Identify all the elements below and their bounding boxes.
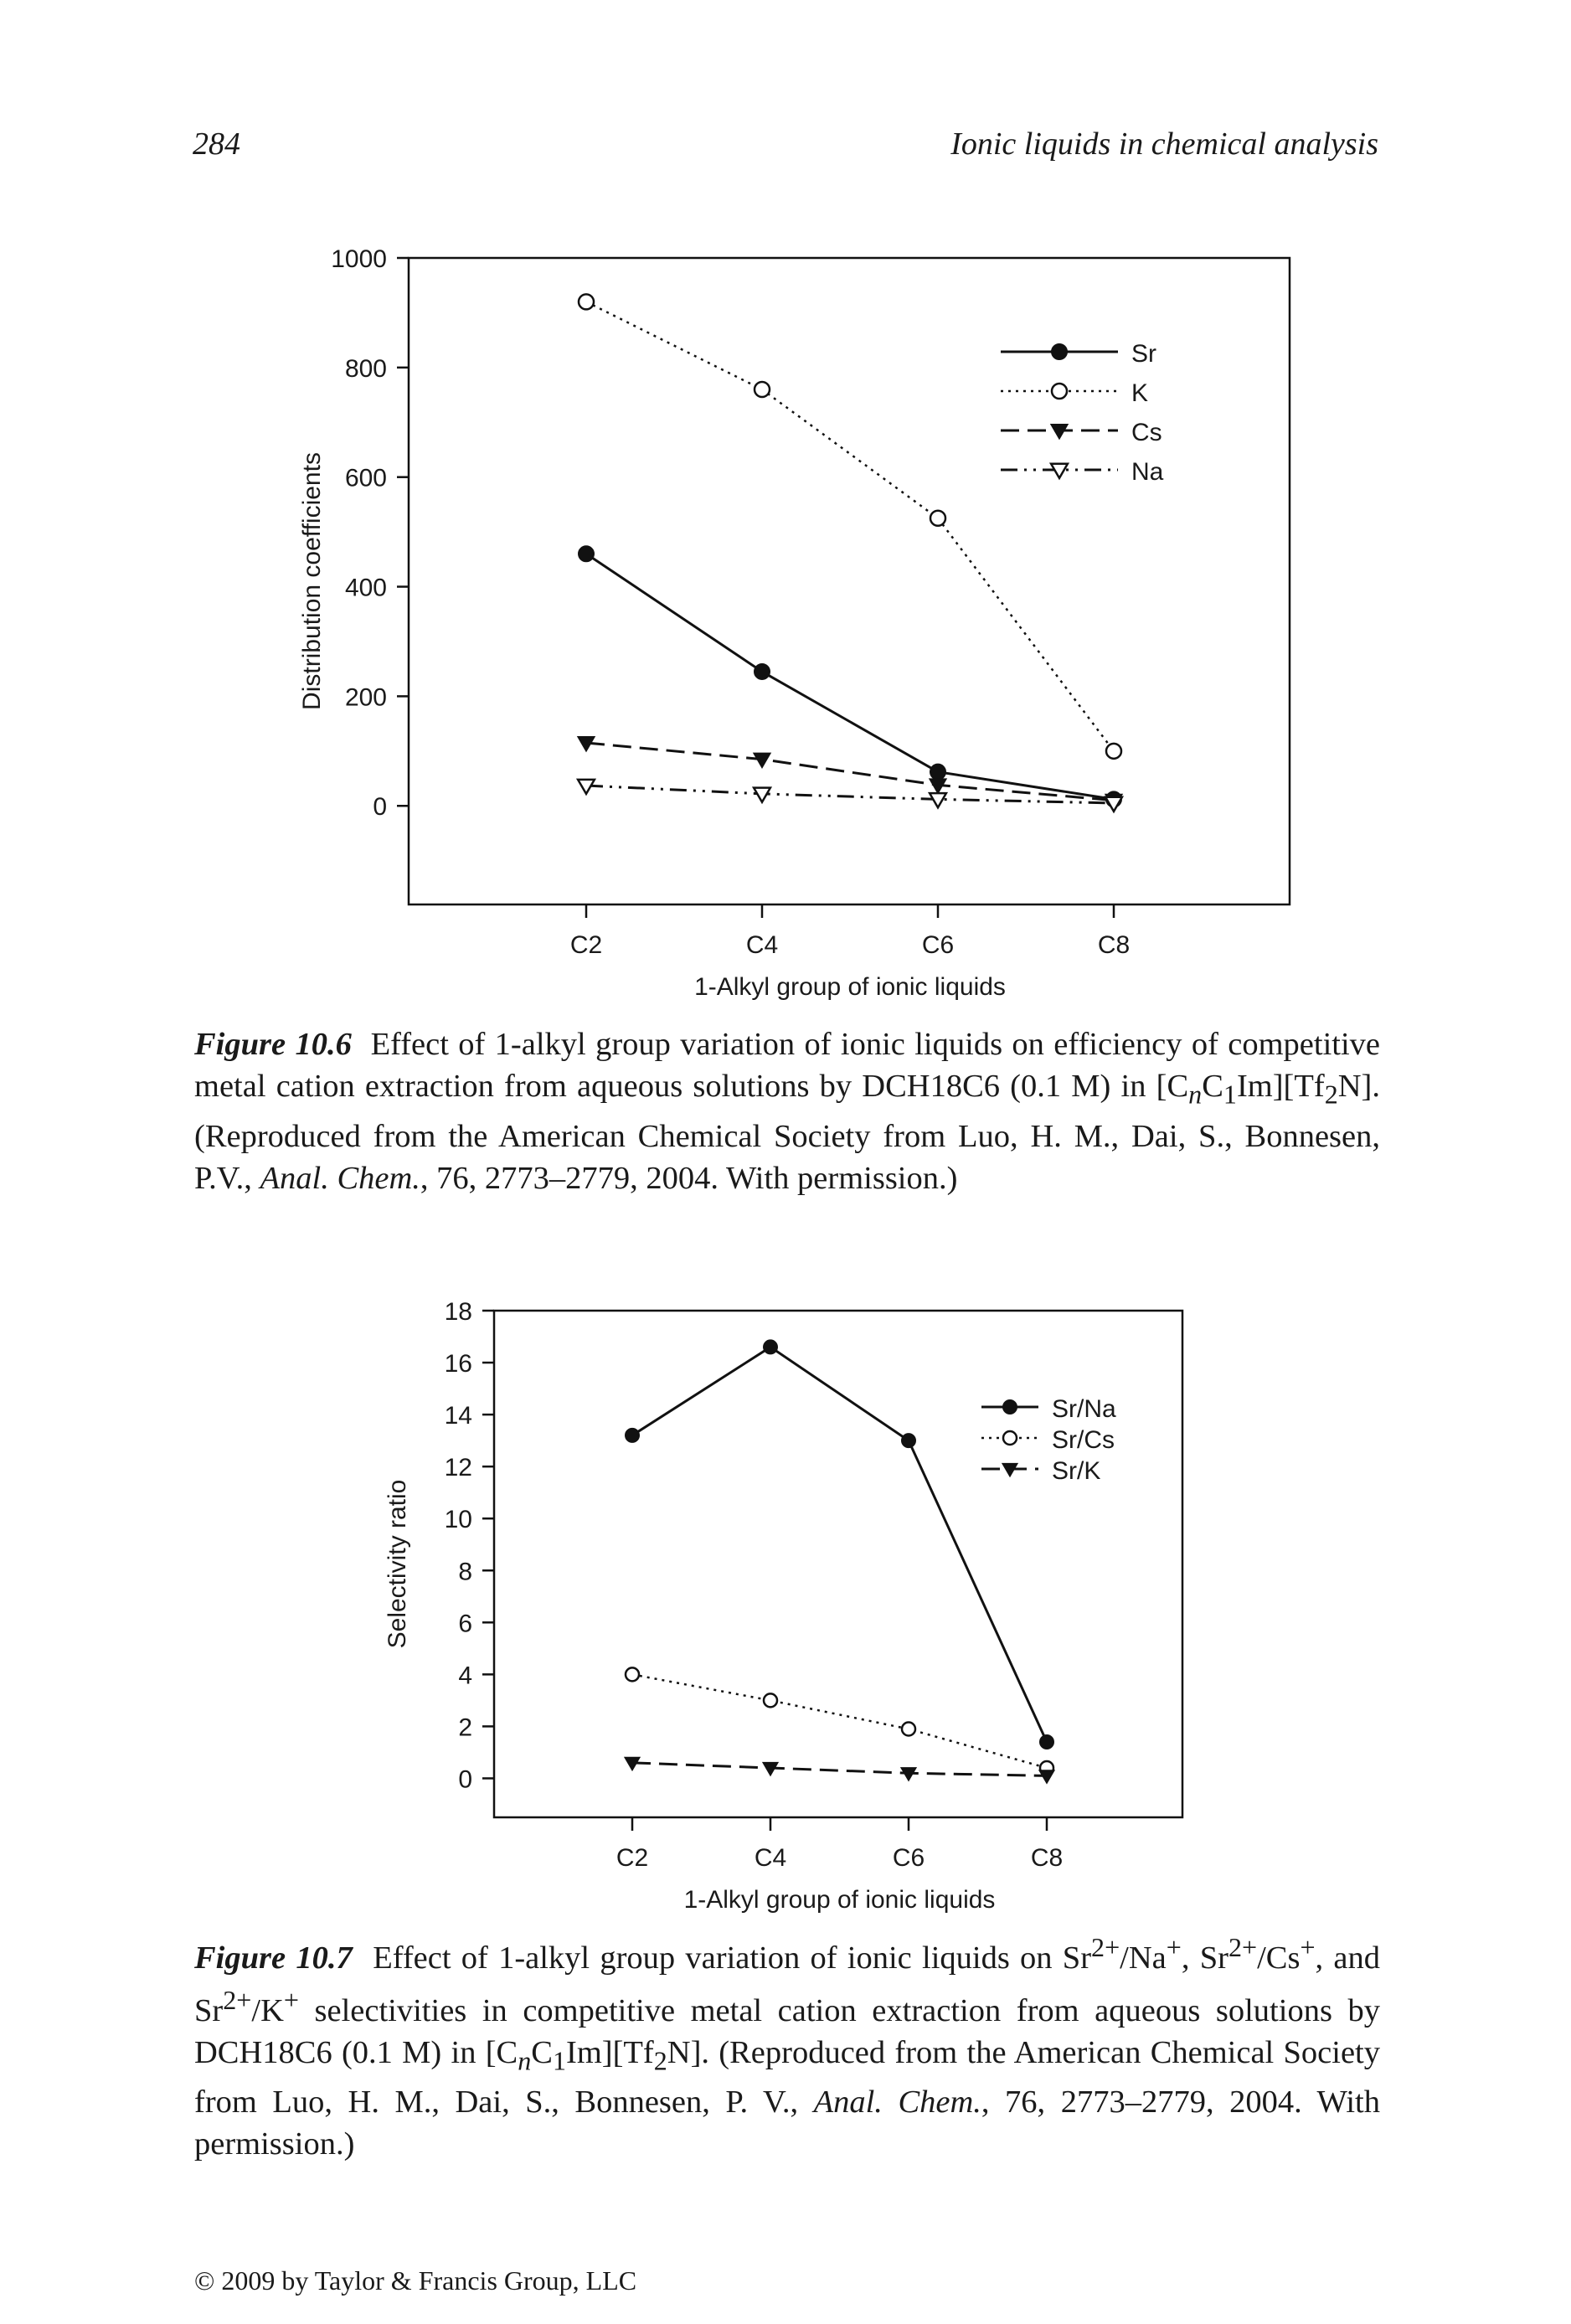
y-tick-label: 16 bbox=[445, 1350, 472, 1378]
series-line-sr-cs bbox=[631, 1673, 1048, 1770]
x-tick-label: C4 bbox=[746, 931, 778, 959]
legend-label-sr-k: Sr/K bbox=[1052, 1457, 1100, 1485]
legend-label-cs: Cs bbox=[1131, 419, 1162, 446]
y-tick-label: 200 bbox=[345, 683, 387, 711]
y-axis-label: Selectivity ratio bbox=[384, 1480, 411, 1649]
series-line-k bbox=[585, 301, 1115, 752]
legend-marker-cs bbox=[1049, 424, 1069, 441]
data-point-sr-k bbox=[899, 1767, 918, 1782]
series-line-na bbox=[585, 784, 1115, 805]
data-point-sr bbox=[578, 545, 595, 563]
data-point-na bbox=[927, 791, 949, 810]
x-tick-label: C2 bbox=[616, 1844, 648, 1872]
page-number: 284 bbox=[193, 126, 240, 162]
y-axis-label: Distribution coefficients bbox=[298, 452, 326, 710]
figure-10-7-label: Figure 10.7 bbox=[194, 1940, 353, 1976]
data-point-sr bbox=[930, 763, 946, 781]
plot-frame bbox=[492, 1309, 1184, 1819]
y-tick-label: 10 bbox=[445, 1506, 472, 1533]
series-line-sr-k bbox=[631, 1761, 1048, 1777]
data-point-k bbox=[753, 380, 771, 399]
data-point-sr bbox=[754, 662, 770, 680]
y-tick-label: 14 bbox=[445, 1402, 472, 1430]
y-tick-label: 4 bbox=[458, 1662, 472, 1689]
plot-frame bbox=[407, 256, 1291, 906]
journal-name: Anal. Chem. bbox=[813, 2084, 981, 2120]
copyright-notice: © 2009 by Taylor & Francis Group, LLC bbox=[194, 2265, 637, 2296]
data-point-sr-cs bbox=[624, 1667, 641, 1682]
data-point-sr-na bbox=[625, 1427, 640, 1443]
data-point-sr-k bbox=[623, 1756, 641, 1772]
y-tick-label: 2 bbox=[458, 1713, 472, 1741]
x-tick-label: C4 bbox=[755, 1844, 786, 1872]
y-tick-label: 12 bbox=[445, 1454, 472, 1481]
data-point-k bbox=[929, 509, 947, 528]
legend-label-sr-cs: Sr/Cs bbox=[1052, 1426, 1115, 1454]
running-title: Ionic liquids in chemical analysis bbox=[950, 126, 1378, 162]
y-tick-label: 600 bbox=[345, 465, 387, 492]
x-tick-label: C2 bbox=[570, 931, 602, 959]
y-tick-label: 6 bbox=[458, 1610, 472, 1637]
figure-10-6-label: Figure 10.6 bbox=[194, 1027, 352, 1062]
legend-marker-sr-cs bbox=[1002, 1430, 1018, 1446]
data-point-k bbox=[577, 293, 595, 311]
data-point-na bbox=[1103, 796, 1125, 814]
x-tick-label: C6 bbox=[893, 1844, 925, 1872]
series-line-sr bbox=[585, 553, 1115, 801]
data-point-cs bbox=[752, 752, 772, 770]
y-tick-label: 800 bbox=[345, 355, 387, 383]
journal-name: Anal. Chem. bbox=[260, 1160, 420, 1196]
series-line-cs bbox=[585, 741, 1115, 802]
x-axis-label: 1-Alkyl group of ionic liquids bbox=[684, 1886, 996, 1914]
data-point-na bbox=[575, 778, 597, 796]
legend-label-na: Na bbox=[1131, 458, 1164, 486]
legend-marker-sr-na bbox=[1002, 1399, 1017, 1414]
legend-marker-k bbox=[1050, 382, 1069, 400]
y-tick-label: 0 bbox=[373, 793, 387, 821]
legend-marker-sr bbox=[1051, 343, 1068, 360]
x-tick-label: C8 bbox=[1031, 1844, 1063, 1872]
data-point-cs bbox=[928, 778, 948, 795]
y-tick-label: 1000 bbox=[331, 245, 387, 273]
y-tick-label: 8 bbox=[458, 1558, 472, 1585]
data-point-sr-k bbox=[1038, 1770, 1056, 1785]
figure-10-7-caption: Figure 10.7 Effect of 1-alkyl group vari… bbox=[194, 1932, 1380, 2162]
series-line-sr-na bbox=[631, 1345, 1048, 1743]
data-point-sr-cs bbox=[900, 1721, 917, 1737]
legend-label-sr: Sr bbox=[1131, 340, 1156, 368]
legend-marker-na bbox=[1048, 462, 1070, 481]
legend-label-k: K bbox=[1131, 379, 1148, 407]
x-tick-label: C8 bbox=[1098, 931, 1130, 959]
figure-10-6-caption: Figure 10.6 Effect of 1-alkyl group vari… bbox=[194, 1027, 1380, 1196]
legend-marker-sr-k bbox=[1001, 1462, 1019, 1478]
y-tick-label: 400 bbox=[345, 575, 387, 602]
data-point-sr-na bbox=[1039, 1734, 1054, 1750]
data-point-sr-na bbox=[763, 1339, 778, 1355]
data-point-sr-cs bbox=[762, 1693, 779, 1708]
data-point-na bbox=[751, 786, 773, 805]
y-tick-label: 0 bbox=[458, 1765, 472, 1793]
page-header: 284 Ionic liquids in chemical analysis bbox=[193, 126, 1378, 176]
data-point-sr-k bbox=[761, 1761, 780, 1777]
x-axis-label: 1-Alkyl group of ionic liquids bbox=[694, 973, 1006, 1001]
y-tick-label: 18 bbox=[445, 1298, 472, 1326]
data-point-cs bbox=[576, 736, 596, 753]
x-tick-label: C6 bbox=[922, 931, 954, 959]
legend-label-sr-na: Sr/Na bbox=[1052, 1395, 1116, 1423]
data-point-sr-na bbox=[901, 1433, 916, 1449]
data-point-k bbox=[1105, 742, 1123, 760]
